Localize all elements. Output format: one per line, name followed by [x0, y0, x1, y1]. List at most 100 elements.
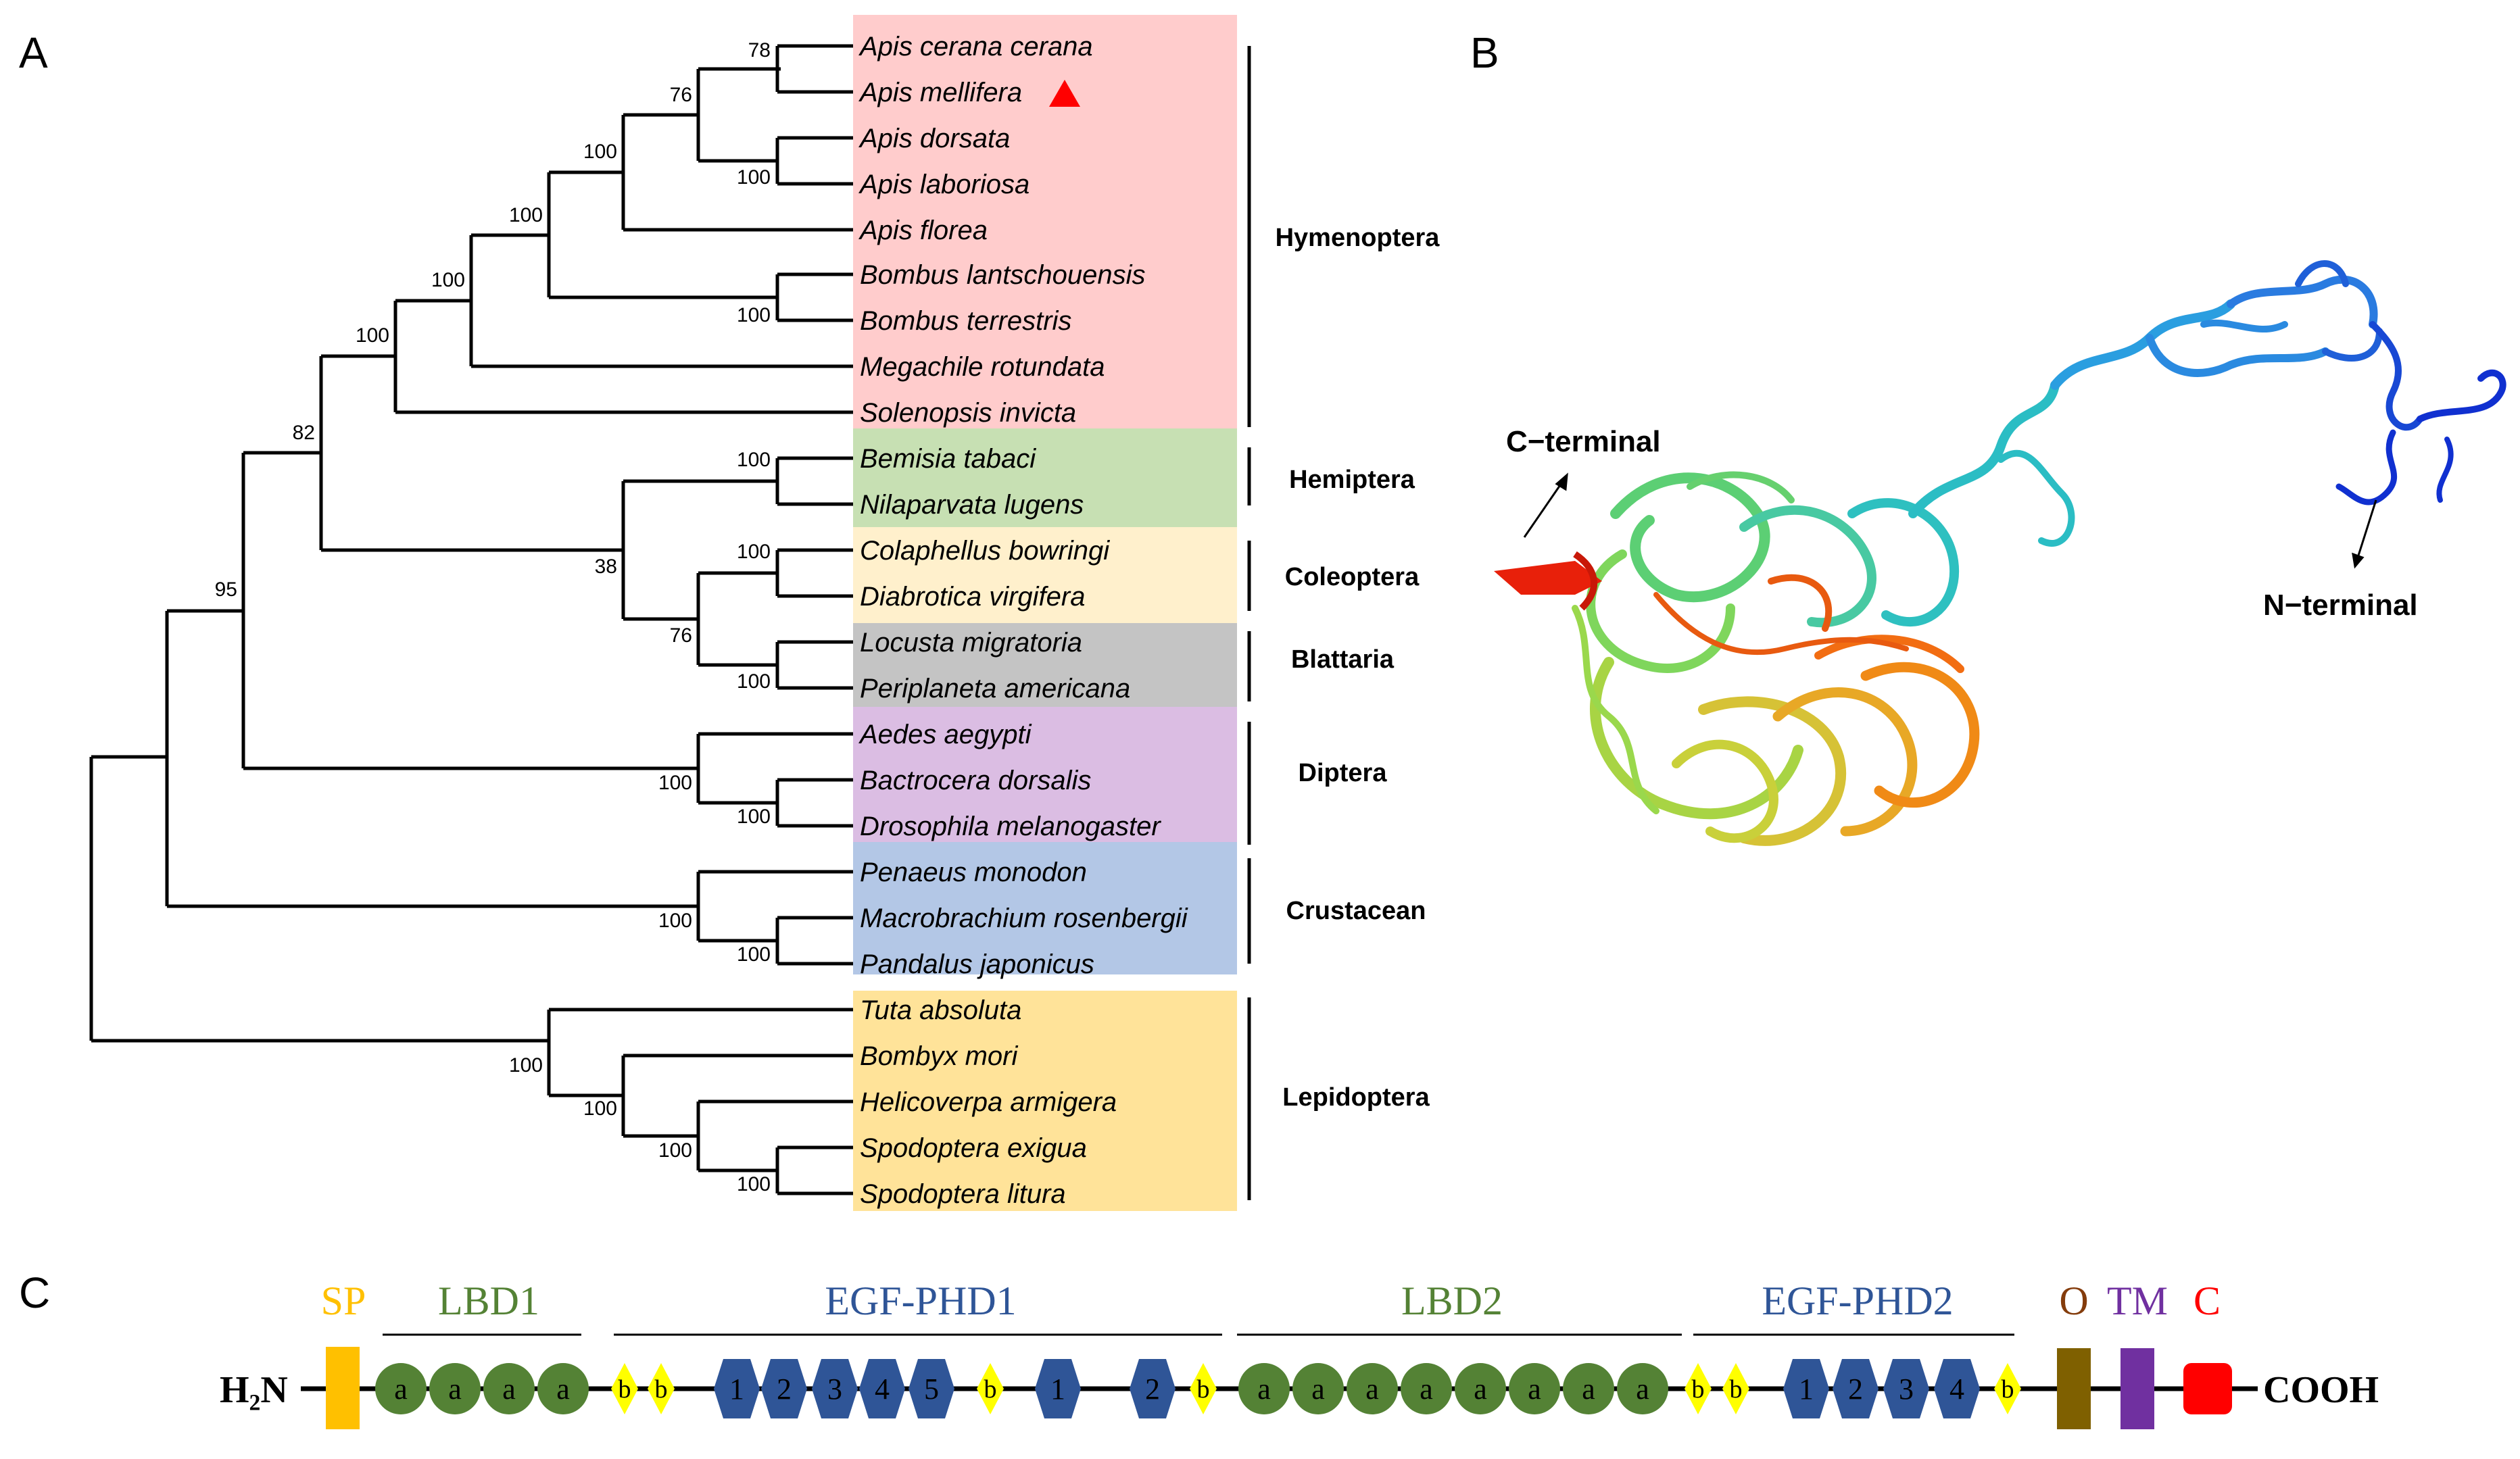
lbd-a-repeat	[429, 1363, 481, 1414]
egf-hexagon	[761, 1359, 807, 1418]
bootstrap-value: 100	[583, 1097, 617, 1120]
bootstrap-value: 100	[431, 269, 465, 291]
egf-number-label: 5	[924, 1373, 939, 1406]
lbd-a-repeat	[1563, 1363, 1614, 1414]
egf-b-motif	[1190, 1363, 1217, 1414]
egf-number-label: 3	[1899, 1373, 1914, 1406]
transmembrane-block	[2121, 1348, 2154, 1429]
c-terminus-label: COOH	[2263, 1369, 2379, 1411]
clade-box-lepidoptera	[853, 991, 1237, 1211]
domain-architecture: SP LBD1 EGF-PHD1 LBD2 EGF-PHD2 O TM C H₂…	[220, 1279, 2379, 1429]
bootstrap-value: 100	[737, 449, 771, 471]
egf-b-motif	[648, 1363, 675, 1414]
clade-color-boxes	[853, 15, 1237, 1211]
bootstrap-value: 100	[658, 910, 692, 932]
clade-box-hymenoptera	[853, 15, 1237, 428]
egf-number-label: 1	[1799, 1373, 1814, 1406]
clade-box-hemiptera	[853, 428, 1237, 527]
taxon-label: Penaeus monodon	[860, 858, 1087, 887]
c-terminal-strand	[1494, 561, 1602, 595]
protein-ribbon	[1572, 471, 1980, 846]
lbd-a-label: a	[1528, 1373, 1541, 1406]
domain-label-egf-phd2: EGF-PHD2	[1762, 1279, 1953, 1323]
egf-hexagon	[1883, 1359, 1929, 1418]
bootstrap-value: 100	[737, 943, 771, 966]
egf-number-label: 1	[729, 1373, 744, 1406]
egf-number-label: 3	[827, 1373, 842, 1406]
taxon-label: Nilaparvata lugens	[860, 490, 1084, 520]
bootstrap-values: 78 76 100 100 100 100 100 100 82 100 38 …	[215, 39, 771, 1195]
taxon-label: Bemisia tabaci	[860, 444, 1036, 474]
egf-b-label: b	[984, 1375, 997, 1404]
taxon-label: Apis laboriosa	[858, 170, 1029, 199]
order-label-blattaria: Blattaria	[1291, 645, 1395, 674]
egf-number-label: 2	[1848, 1373, 1863, 1406]
lbd-a-repeat	[375, 1363, 427, 1414]
lbd-a-label: a	[502, 1373, 516, 1406]
order-label-crustacean: Crustacean	[1286, 897, 1426, 925]
egf-b-motif	[1722, 1363, 1749, 1414]
bootstrap-value: 100	[737, 166, 771, 189]
domain-label-egf-phd1: EGF-PHD1	[825, 1279, 1016, 1323]
taxon-label: Bombus lantschouensis	[860, 260, 1145, 290]
taxon-label: Apis cerana cerana	[858, 32, 1093, 61]
taxon-label: Bombyx mori	[860, 1041, 1018, 1071]
taxon-label: Megachile rotundata	[860, 352, 1105, 382]
bootstrap-value: 100	[356, 324, 389, 347]
panel-label-a: A	[19, 28, 48, 77]
bootstrap-value: 82	[293, 422, 315, 444]
taxon-label: Locusta migratoria	[860, 628, 1082, 658]
egf-number-label: 2	[777, 1373, 792, 1406]
tree-branches	[89, 44, 853, 1195]
phylogenetic-tree: 78 76 100 100 100 100 100 100 82 100 38 …	[89, 15, 1440, 1211]
egf-hexagon	[714, 1359, 760, 1418]
lbd-a-repeat	[1238, 1363, 1290, 1414]
taxon-label: Drosophila melanogaster	[860, 812, 1161, 841]
egf-b-label: b	[1197, 1375, 1210, 1404]
bootstrap-value: 100	[737, 670, 771, 693]
bootstrap-value: 100	[658, 1139, 692, 1162]
egf-hexagon	[812, 1359, 858, 1418]
domain-label-sp: SP	[321, 1279, 366, 1323]
egf-b-label: b	[1692, 1375, 1705, 1404]
lbd-a-label: a	[1365, 1373, 1379, 1406]
domain-label-lbd1: LBD1	[438, 1279, 539, 1323]
taxon-label: Aedes aegypti	[858, 720, 1032, 749]
lbd-a-label: a	[556, 1373, 570, 1406]
bootstrap-value: 100	[658, 772, 692, 794]
egf-b-label: b	[619, 1375, 631, 1404]
taxon-label: Helicoverpa armigera	[860, 1087, 1117, 1117]
bootstrap-value: 76	[670, 624, 692, 647]
clade-box-crustacean	[853, 842, 1237, 974]
taxon-label: Diabrotica virgifera	[860, 582, 1085, 612]
panel-label-b: B	[1470, 28, 1499, 77]
egf-hexagon	[1934, 1359, 1980, 1418]
egf-b-label: b	[2002, 1375, 2014, 1404]
protein-structure: C−terminal N−terminal	[1494, 260, 2506, 846]
taxon-label: Bactrocera dorsalis	[860, 766, 1091, 795]
lbd-a-repeat	[1455, 1363, 1506, 1414]
egf-number-label: 4	[875, 1373, 890, 1406]
taxon-label: Spodoptera exigua	[860, 1133, 1087, 1163]
bootstrap-value: 100	[737, 304, 771, 326]
order-label-diptera: Diptera	[1299, 759, 1388, 787]
n-terminus-label: H₂N	[220, 1369, 288, 1411]
lbd-a-label: a	[1257, 1373, 1271, 1406]
egf-hexagon	[1130, 1359, 1176, 1418]
clade-box-blattaria	[853, 623, 1237, 707]
bootstrap-value: 100	[737, 541, 771, 563]
egf-hexagon	[1035, 1359, 1081, 1418]
panel-label-c: C	[19, 1268, 50, 1317]
egf-b-motif	[1994, 1363, 2021, 1414]
domain-label-lbd2: LBD2	[1401, 1279, 1503, 1323]
lbd-a-repeat	[1401, 1363, 1452, 1414]
n-terminal-label: N−terminal	[2263, 589, 2418, 622]
taxon-label: Apis florea	[858, 216, 988, 245]
domain-label-o: O	[2059, 1279, 2088, 1323]
egf-number-label: 1	[1050, 1373, 1065, 1406]
taxon-label: Colaphellus bowringi	[860, 536, 1110, 566]
egf-hexagon	[1833, 1359, 1879, 1418]
